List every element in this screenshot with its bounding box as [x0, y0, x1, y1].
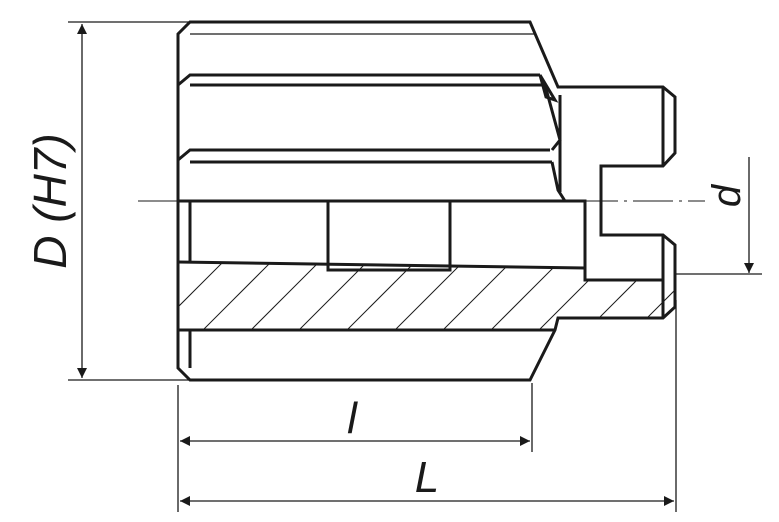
diameter-dimension: D (H7) — [24, 21, 190, 381]
hatch-line — [293, 262, 375, 330]
hatch-line — [726, 255, 779, 335]
hatch-line — [678, 255, 758, 335]
hatch-line — [581, 262, 663, 330]
hatch-line — [245, 262, 327, 330]
shank-dimension: d — [675, 157, 762, 275]
hatch-line — [178, 262, 231, 330]
hatch-line — [437, 262, 519, 330]
diameter-label: D (H7) — [24, 133, 76, 268]
cutter-body — [176, 20, 677, 382]
total-length-label: L — [415, 453, 439, 502]
hatch-line — [629, 262, 675, 330]
cutting-length-label: l — [347, 394, 358, 443]
hatch-line — [197, 262, 279, 330]
hatch-line — [389, 262, 471, 330]
shank-diameter-label: d — [705, 183, 749, 207]
hatch-line — [341, 262, 423, 330]
length-dimensions: l L — [177, 300, 677, 512]
